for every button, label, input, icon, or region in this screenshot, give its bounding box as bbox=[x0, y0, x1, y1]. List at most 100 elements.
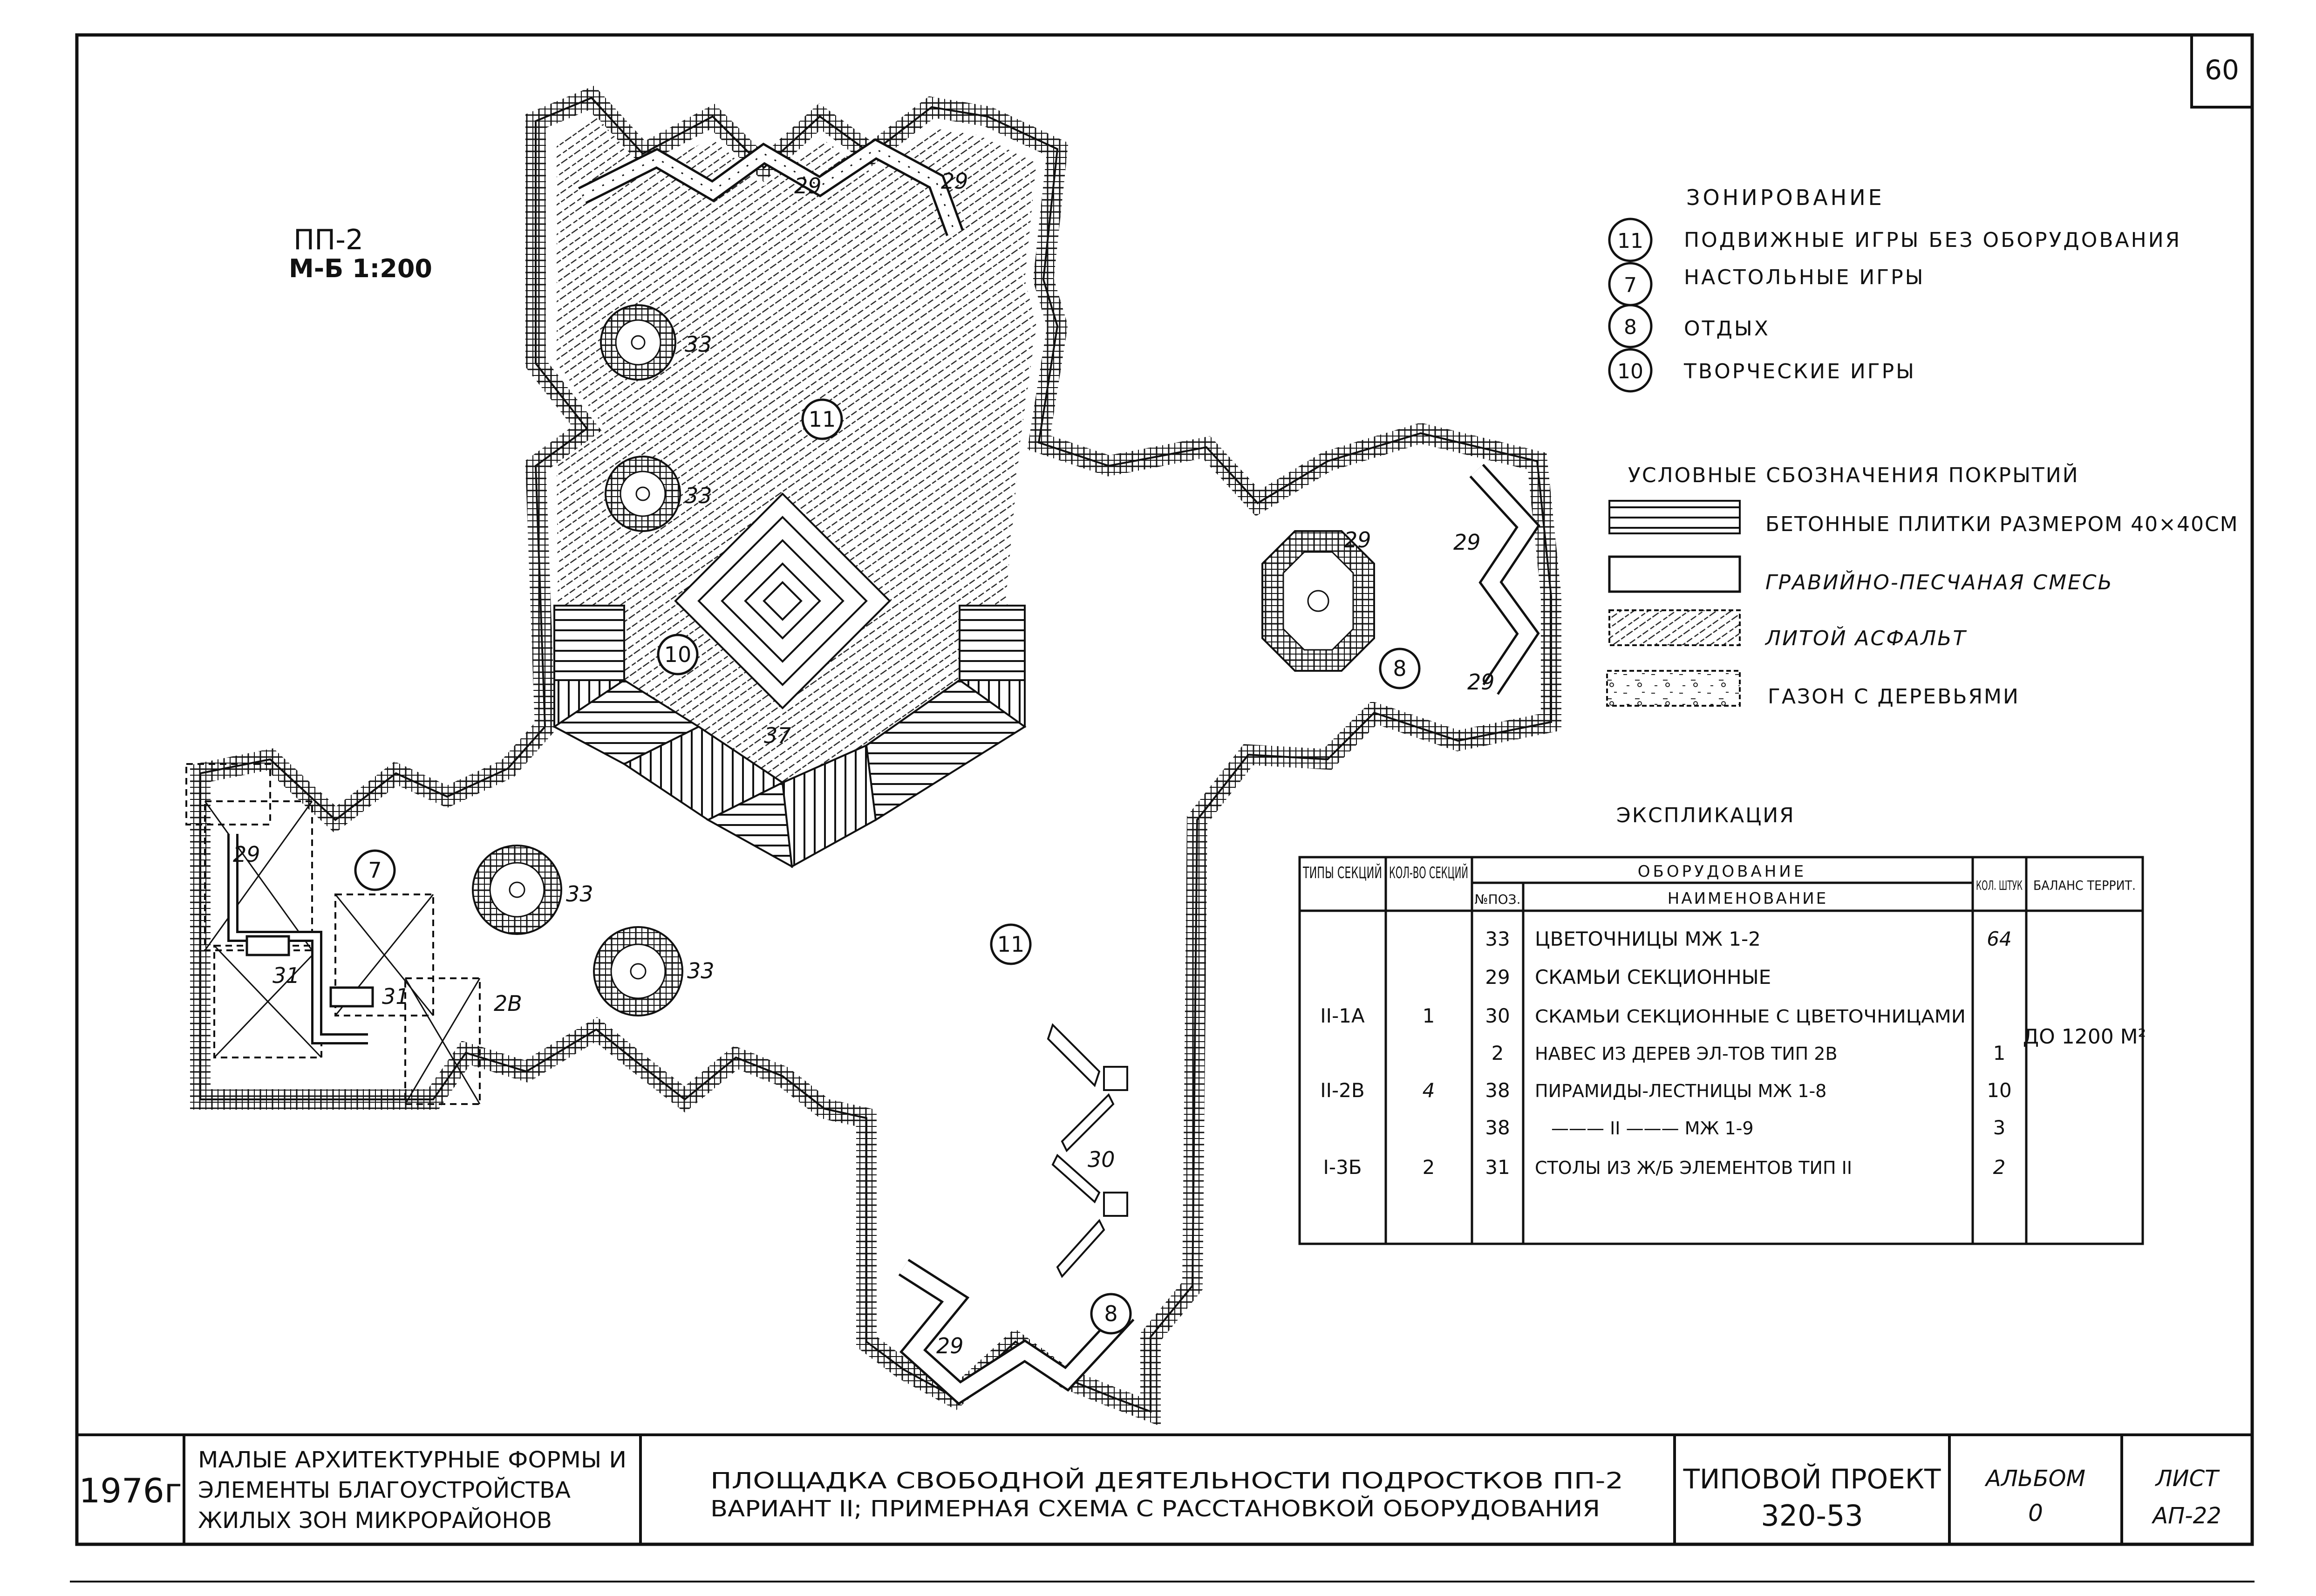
zoning-title: ЗОНИРОВАНИЕ bbox=[1686, 185, 1885, 210]
table-row: 29 СКАМЬИ СЕКЦИОННЫЕ bbox=[1485, 966, 1771, 989]
zone-marker-8-right bbox=[1379, 648, 1421, 689]
svg-text:НАВЕС ИЗ ДЕРЕВ ЭЛ-ТОВ ТИП 2В: НАВЕС ИЗ ДЕРЕВ ЭЛ-ТОВ ТИП 2В bbox=[1535, 1044, 1838, 1064]
tb-desc-line2: ВАРИАНТ II; ПРИМЕРНАЯ СХЕМА С РАССТАНОВК… bbox=[710, 1495, 1600, 1522]
hdr-equipment: ОБОРУДОВАНИЕ bbox=[1638, 862, 1806, 881]
label-29-d: 29 bbox=[1453, 530, 1481, 555]
zone-marker-10 bbox=[657, 634, 699, 675]
label-29-g: 29 bbox=[936, 1333, 964, 1358]
table-row: I-3Б 2 31 СТОЛЫ ИЗ Ж/Б ЭЛЕМЕНТОВ ТИП II … bbox=[1323, 1156, 2005, 1179]
tb-sheet-number: АП-22 bbox=[2151, 1503, 2221, 1529]
table-row: 33 ЦВЕТОЧНИЦЫ МЖ 1-2 64 bbox=[1485, 928, 2011, 950]
zoning-item-11-text: ПОДВИЖНЫЕ ИГРЫ БЕЗ ОБОРУДОВАНИЯ bbox=[1684, 228, 2181, 252]
plan-code: ПП-2 bbox=[293, 224, 363, 256]
octagon-bench bbox=[1261, 530, 1375, 672]
table-row: II-2В 4 38 ПИРАМИДЫ-ЛЕСТНИЦЫ МЖ 1-8 10 bbox=[1320, 1079, 2011, 1102]
surface-legend-title: УСЛОВНЫЕ СБОЗНАЧЕНИЯ ПОКРЫТИЙ bbox=[1628, 463, 2079, 487]
swatch-lawn bbox=[1606, 670, 1741, 707]
label-33-b: 33 bbox=[685, 483, 712, 508]
svg-text:11: 11 bbox=[1617, 229, 1643, 253]
legend-concrete-tiles: БЕТОННЫЕ ПЛИТКИ РАЗМЕРОМ 40×40СМ bbox=[1765, 512, 2239, 536]
tb-desc-line1: ПЛОЩАДКА СВОБОДНОЙ ДЕЯТЕЛЬНОСТИ ПОДРОСТК… bbox=[710, 1467, 1623, 1494]
label-29-b: 29 bbox=[941, 169, 968, 194]
legend-gravel: ГРАВИЙНО-ПЕСЧАНАЯ СМЕСЬ bbox=[1765, 570, 2113, 594]
label-8-right: 8 bbox=[1393, 656, 1406, 681]
swatch-asphalt bbox=[1608, 609, 1741, 646]
zoning-item-11: 11 ПОДВИЖНЫЕ ИГРЫ БЕЗ ОБОРУДОВАНИЯ bbox=[1608, 218, 2181, 262]
svg-text:1: 1 bbox=[1423, 1004, 1435, 1027]
svg-text:38: 38 bbox=[1485, 1079, 1510, 1102]
legend-lawn: ГАЗОН С ДЕРЕВЬЯМИ bbox=[1768, 685, 2020, 709]
sheet-number: 60 bbox=[2205, 54, 2239, 86]
svg-text:ЦВЕТОЧНИЦЫ МЖ 1-2: ЦВЕТОЧНИЦЫ МЖ 1-2 bbox=[1535, 928, 1761, 950]
hdr-count: КОЛ-ВО СЕКЦИЙ bbox=[1389, 863, 1468, 882]
label-37: 37 bbox=[764, 723, 791, 748]
hdr-balance: БАЛАНС ТЕРРИТ. bbox=[2033, 878, 2136, 893]
label-29-e: 29 bbox=[1467, 669, 1495, 695]
label-31-a: 31 bbox=[272, 963, 300, 988]
label-10: 10 bbox=[664, 642, 692, 667]
tb-sheet-label: ЛИСТ bbox=[2155, 1466, 2221, 1492]
zoning-legend: ЗОНИРОВАНИЕ 11 ПОДВИЖНЫЕ ИГРЫ БЕЗ ОБОРУД… bbox=[1608, 185, 2181, 393]
svg-text:10: 10 bbox=[1987, 1079, 2011, 1102]
tile-paving-fan bbox=[552, 605, 1027, 868]
svg-text:2: 2 bbox=[1423, 1156, 1435, 1179]
zoning-item-8-text: ОТДЫХ bbox=[1684, 317, 1770, 341]
swatch-concrete-tiles bbox=[1608, 500, 1741, 534]
zoning-item-7-text: НАСТОЛЬНЫЕ ИГРЫ bbox=[1684, 266, 1925, 289]
svg-text:64: 64 bbox=[1987, 928, 2011, 950]
label-31-b: 31 bbox=[382, 984, 409, 1009]
svg-text:I-3Б: I-3Б bbox=[1323, 1156, 1362, 1179]
svg-text:ПИРАМИДЫ-ЛЕСТНИЦЫ МЖ 1-8: ПИРАМИДЫ-ЛЕСТНИЦЫ МЖ 1-8 bbox=[1535, 1081, 1826, 1101]
flowerpot-33-b bbox=[605, 456, 681, 532]
title-block: 1976г МАЛЫЕ АРХИТЕКТУРНЫЕ ФОРМЫ И ЭЛЕМЕН… bbox=[77, 1433, 2252, 1544]
surface-legend: УСЛОВНЫЕ СБОЗНАЧЕНИЯ ПОКРЫТИЙ БЕТОННЫЕ П… bbox=[1606, 463, 2239, 709]
bench-with-flowerpots bbox=[1047, 1023, 1128, 1278]
svg-text:II-2В: II-2В bbox=[1320, 1079, 1364, 1102]
label-30: 30 bbox=[1088, 1147, 1115, 1172]
canopy-roof-lines bbox=[204, 801, 481, 1105]
svg-text:3: 3 bbox=[1993, 1116, 2006, 1139]
svg-text:8: 8 bbox=[1624, 315, 1637, 339]
flowerpot-33-c bbox=[472, 845, 562, 935]
table-31-b bbox=[329, 986, 374, 1008]
svg-text:1: 1 bbox=[1993, 1042, 2006, 1064]
label-11-top: 11 bbox=[809, 407, 836, 432]
explication-title: ЭКСПЛИКАЦИЯ bbox=[1616, 804, 1795, 827]
svg-text:СКАМЬИ СЕКЦИОННЫЕ: СКАМЬИ СЕКЦИОННЫЕ bbox=[1535, 966, 1771, 989]
tb-year: 1976г bbox=[79, 1471, 182, 1510]
svg-text:2: 2 bbox=[1993, 1156, 2006, 1179]
svg-text:38: 38 bbox=[1485, 1116, 1510, 1139]
tb-series-line2: ЭЛЕМЕНТЫ БЛАГОУСТРОЙСТВА bbox=[198, 1477, 571, 1503]
svg-text:СТОЛЫ ИЗ Ж/Б ЭЛЕМЕНТОВ ТИП II: СТОЛЫ ИЗ Ж/Б ЭЛЕМЕНТОВ ТИП II bbox=[1535, 1158, 1852, 1178]
zoning-item-7: 7 НАСТОЛЬНЫЕ ИГРЫ bbox=[1608, 262, 1925, 307]
label-8-bottom: 8 bbox=[1104, 1301, 1117, 1326]
table-row: 2 НАВЕС ИЗ ДЕРЕВ ЭЛ-ТОВ ТИП 2В 1 bbox=[1492, 1042, 2006, 1064]
plan-scale: М-Б 1:200 bbox=[289, 254, 432, 283]
hdr-types: ТИПЫ СЕКЦИЙ bbox=[1302, 863, 1382, 882]
tb-series-line1: МАЛЫЕ АРХИТЕКТУРНЫЕ ФОРМЫ И bbox=[198, 1447, 627, 1473]
bench-zigzag-top bbox=[578, 138, 964, 236]
sheet-number-box bbox=[2190, 34, 2254, 109]
hdr-pos: №ПОЗ. bbox=[1474, 892, 1520, 907]
svg-text:31: 31 bbox=[1485, 1156, 1510, 1179]
flowerpot-33-d bbox=[593, 926, 683, 1016]
svg-text:33: 33 bbox=[1485, 928, 1510, 950]
zoning-item-8: 8 ОТДЫХ bbox=[1608, 304, 1770, 348]
label-7: 7 bbox=[368, 858, 381, 883]
label-29-a: 29 bbox=[794, 173, 822, 198]
zone-marker-11-top bbox=[801, 398, 843, 440]
svg-text:II-1А: II-1А bbox=[1320, 1004, 1365, 1027]
zoning-item-10-text: ТВОРЧЕСКИЕ ИГРЫ bbox=[1683, 360, 1916, 383]
label-11-mid: 11 bbox=[997, 932, 1025, 957]
svg-text:7: 7 bbox=[1624, 273, 1637, 297]
label-33-a: 33 bbox=[685, 332, 712, 357]
label-33-d: 33 bbox=[687, 958, 715, 983]
pyramid-stair bbox=[674, 492, 891, 709]
table-row: 38 ——— II ——— МЖ 1-9 3 bbox=[1485, 1116, 2005, 1139]
svg-text:4: 4 bbox=[1423, 1079, 1435, 1102]
tb-series-line3: ЖИЛЫХ ЗОН МИКРОРАЙОНОВ bbox=[198, 1507, 552, 1534]
hdr-qty: КОЛ. ШТУК bbox=[1976, 878, 2023, 893]
tb-album-label: АЛЬБОМ bbox=[1984, 1466, 2085, 1492]
sheet-frame: 60 bbox=[70, 33, 2255, 1582]
